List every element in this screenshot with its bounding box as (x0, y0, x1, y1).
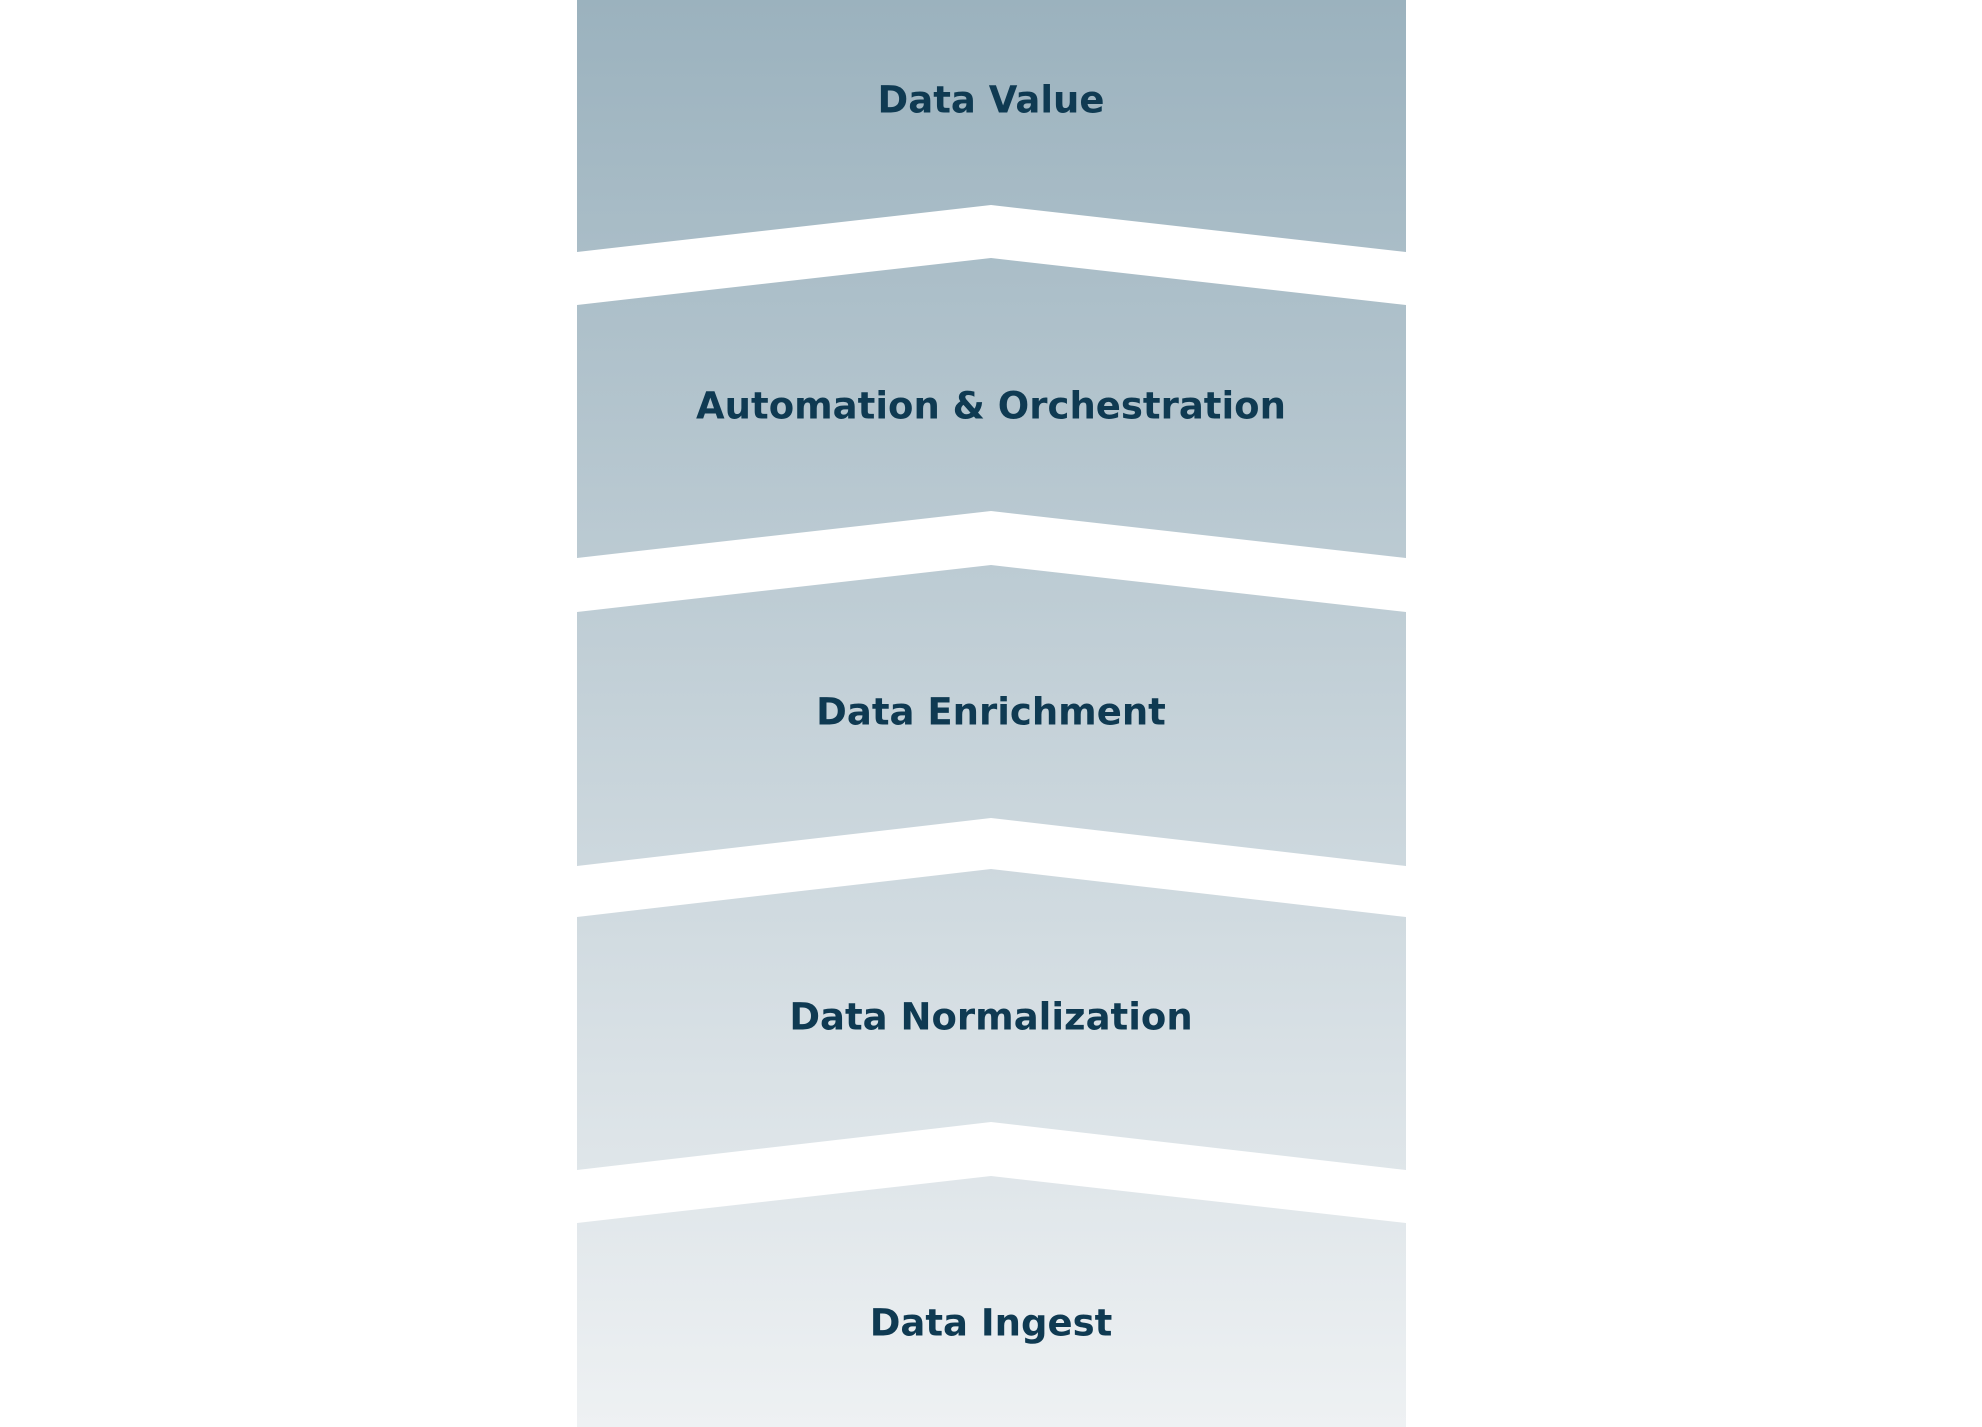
layer-label: Data Value (878, 79, 1105, 122)
layer-data-normalization: Data Normalization (577, 869, 1406, 1170)
layer-shape (577, 869, 1406, 1170)
layer-shape (577, 1176, 1406, 1427)
layer-data-ingest: Data Ingest (577, 1176, 1406, 1427)
layer-label: Data Enrichment (816, 691, 1166, 734)
layer-shape (577, 565, 1406, 866)
layer-label: Automation & Orchestration (696, 385, 1286, 428)
layer-automation-orchestration: Automation & Orchestration (577, 258, 1406, 558)
layer-shape (577, 258, 1406, 558)
layer-label: Data Ingest (870, 1302, 1113, 1345)
layer-shape (577, 0, 1406, 252)
layer-label: Data Normalization (789, 996, 1192, 1039)
layer-data-enrichment: Data Enrichment (577, 565, 1406, 866)
layer-data-value: Data Value (577, 0, 1406, 252)
